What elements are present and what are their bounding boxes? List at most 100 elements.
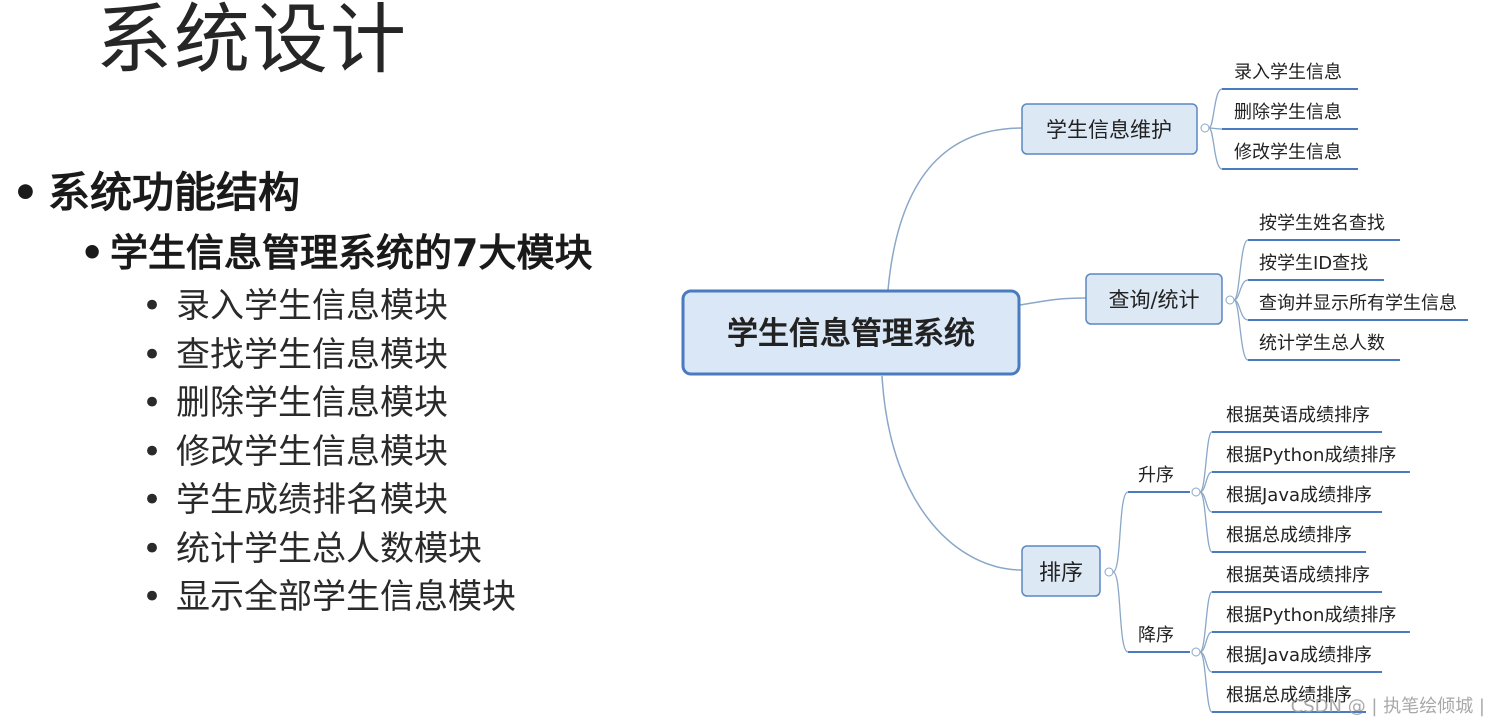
slide-title: 系统设计 <box>96 0 408 84</box>
bullet-dot: • <box>12 168 39 217</box>
connector-leaf <box>1199 431 1213 493</box>
leaf-group-ascending: 根据英语成绩排序 根据Python成绩排序 根据Java成绩排序 根据总成绩排序 <box>1212 405 1410 553</box>
bullet-system-structure: •系统功能结构 <box>12 172 300 214</box>
leaf-label: 录入学生信息 <box>1234 62 1342 83</box>
leaf-delete-student-info[interactable]: 删除学生信息 <box>1222 102 1358 130</box>
leaf-count-students[interactable]: 统计学生总人数 <box>1248 333 1400 361</box>
leaf-asc-python[interactable]: 根据Python成绩排序 <box>1212 445 1410 473</box>
module-item: • 统计学生总人数模块 <box>142 529 516 578</box>
leaf-desc-java[interactable]: 根据Java成绩排序 <box>1212 645 1382 673</box>
bullet-dot: • <box>142 286 163 326</box>
leaf-label: 根据总成绩排序 <box>1226 525 1352 546</box>
leaf-label: 根据Java成绩排序 <box>1226 645 1372 666</box>
connector-leaf <box>1208 127 1223 130</box>
module-label: 统计学生总人数模块 <box>176 528 482 569</box>
branch-connectors-query <box>1233 239 1249 361</box>
connector-root-query <box>1019 297 1087 306</box>
bullet-text: 学生信息管理系统的7大模块 <box>110 231 593 275</box>
bullet-dot: • <box>142 577 163 617</box>
group-label: 降序 <box>1138 625 1174 646</box>
collapse-toggle-icon[interactable] <box>1191 647 1201 657</box>
leaf-search-by-id[interactable]: 按学生ID查找 <box>1248 253 1384 281</box>
leaf-label: 按学生ID查找 <box>1259 253 1368 274</box>
collapse-toggle-icon[interactable] <box>1104 567 1114 577</box>
group-ascending[interactable]: 升序 <box>1128 465 1190 493</box>
bullet-dot: • <box>142 528 163 569</box>
watermark: CSDN @ | 执笔绘倾城 | <box>1290 696 1485 717</box>
leaf-label: 根据Python成绩排序 <box>1226 605 1396 626</box>
leaf-asc-total[interactable]: 根据总成绩排序 <box>1212 525 1366 553</box>
connector-leaf <box>1233 299 1249 361</box>
leaf-label: 统计学生总人数 <box>1259 333 1385 354</box>
leaf-label: 根据Java成绩排序 <box>1226 485 1372 506</box>
leaf-label: 修改学生信息 <box>1234 142 1342 163</box>
collapse-toggle-icon[interactable] <box>1200 123 1210 133</box>
module-item: • 学生成绩排名模块 <box>142 480 516 529</box>
module-label: 删除学生信息模块 <box>176 383 448 423</box>
leaf-asc-english[interactable]: 根据英语成绩排序 <box>1212 405 1382 433</box>
leaf-label: 根据英语成绩排序 <box>1226 565 1370 586</box>
bullet-dot: • <box>142 431 163 472</box>
connector-leaf <box>1199 631 1213 653</box>
branch-label: 学生信息维护 <box>1046 118 1172 142</box>
module-label: 录入学生信息模块 <box>176 286 448 326</box>
branch-query-statistics[interactable]: 查询/统计 <box>1085 273 1223 325</box>
collapse-toggle-icon[interactable] <box>1225 295 1235 305</box>
bullet-dot: • <box>80 231 105 275</box>
branch-label: 查询/统计 <box>1108 288 1199 312</box>
descending-connectors <box>1199 591 1213 713</box>
connector-group <box>1112 491 1129 573</box>
leaf-label: 根据总成绩排序 <box>1226 685 1352 706</box>
module-list: •录入学生信息模块 •查找学生信息模块 •删除学生信息模块 •修改学生信息模块 … <box>142 286 516 626</box>
sort-group-connectors <box>1112 491 1129 653</box>
connector-leaf <box>1199 471 1213 493</box>
module-label: 修改学生信息模块 <box>176 431 448 472</box>
leaf-label: 按学生姓名查找 <box>1259 213 1385 234</box>
connector-leaf <box>1208 127 1223 170</box>
branch-sort[interactable]: 排序 <box>1021 545 1101 597</box>
group-descending[interactable]: 降序 <box>1128 625 1190 653</box>
module-item: • 查找学生信息模块 <box>142 335 516 384</box>
leaf-label: 删除学生信息 <box>1234 102 1342 123</box>
bullet-seven-modules: •学生信息管理系统的7大模块 <box>80 234 592 272</box>
leaf-group-maintain: 录入学生信息 删除学生信息 修改学生信息 <box>1222 62 1358 170</box>
connector-root-maintain <box>887 127 1023 291</box>
leaf-desc-english[interactable]: 根据英语成绩排序 <box>1212 565 1382 593</box>
module-item: • 修改学生信息模块 <box>142 432 516 481</box>
leaf-modify-student-info[interactable]: 修改学生信息 <box>1222 142 1358 170</box>
leaf-desc-total[interactable]: 根据总成绩排序 <box>1212 685 1366 713</box>
module-item: • 录入学生信息模块 <box>142 286 516 335</box>
connector-leaf <box>1199 591 1213 653</box>
connector-leaf <box>1199 651 1213 713</box>
module-label: 学生成绩排名模块 <box>176 480 448 520</box>
leaf-group-query: 按学生姓名查找 按学生ID查找 查询并显示所有学生信息 统计学生总人数 <box>1248 213 1468 361</box>
module-item: • 显示全部学生信息模块 <box>142 577 516 626</box>
leaf-label: 根据Python成绩排序 <box>1226 445 1396 466</box>
module-item: • 删除学生信息模块 <box>142 383 516 432</box>
connector-leaf <box>1233 239 1249 301</box>
leaf-label: 根据英语成绩排序 <box>1226 405 1370 426</box>
connector-root-sort <box>881 375 1023 571</box>
leaf-search-by-name[interactable]: 按学生姓名查找 <box>1248 213 1400 241</box>
branch-student-maintenance[interactable]: 学生信息维护 <box>1021 103 1198 155</box>
connector-group <box>1112 571 1129 653</box>
connector-leaf <box>1208 88 1223 129</box>
branch-connectors-maintain <box>1208 88 1223 170</box>
connector-leaf <box>1233 279 1249 301</box>
bullet-dot: • <box>142 334 163 375</box>
leaf-show-all-students[interactable]: 查询并显示所有学生信息 <box>1248 293 1468 321</box>
group-label: 升序 <box>1138 465 1174 486</box>
leaf-label: 查询并显示所有学生信息 <box>1259 293 1457 314</box>
leaf-enter-student-info[interactable]: 录入学生信息 <box>1222 62 1358 90</box>
collapse-toggle-icon[interactable] <box>1191 487 1201 497</box>
module-label: 显示全部学生信息模块 <box>176 577 516 617</box>
leaf-group-descending: 根据英语成绩排序 根据Python成绩排序 根据Java成绩排序 根据总成绩排序 <box>1212 565 1410 713</box>
leaf-desc-python[interactable]: 根据Python成绩排序 <box>1212 605 1410 633</box>
leaf-asc-java[interactable]: 根据Java成绩排序 <box>1212 485 1382 513</box>
connector-leaf <box>1199 491 1213 553</box>
bullet-dot: • <box>142 480 163 520</box>
root-node[interactable]: 学生信息管理系统 <box>681 289 1021 376</box>
module-label: 查找学生信息模块 <box>176 334 448 375</box>
bullet-dot: • <box>142 383 163 423</box>
